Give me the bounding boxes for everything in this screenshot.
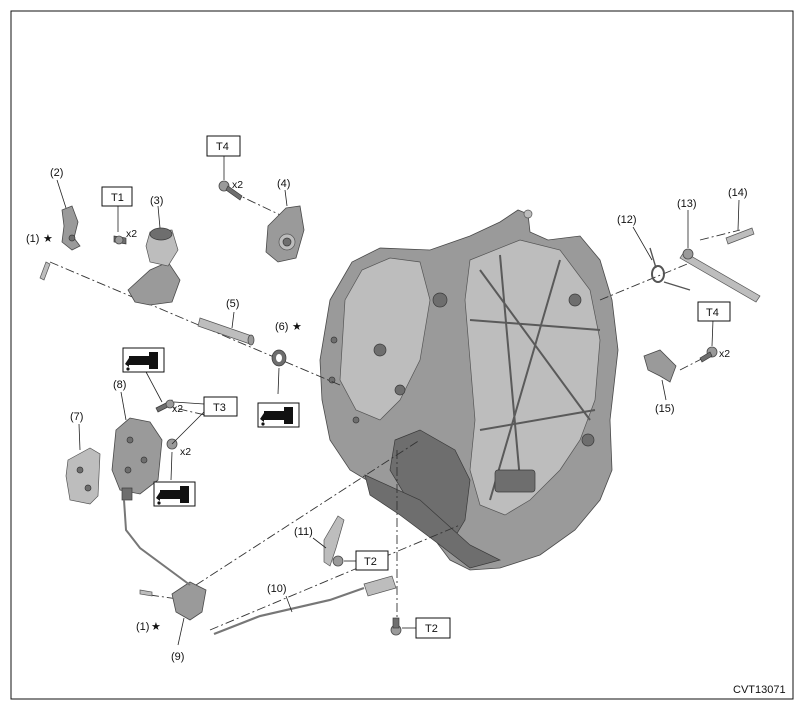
svg-text:T2: T2: [425, 623, 438, 635]
callout-2: (2): [50, 167, 63, 179]
callout-13: (13): [677, 198, 697, 210]
callout-1-lower: (1): [136, 621, 149, 633]
transmission-case: [319, 209, 619, 571]
torque-box-t1: T1: [101, 186, 133, 207]
part-14-pin: [725, 227, 755, 245]
callout-6: (6): [275, 321, 288, 333]
qty-t1: x2: [126, 228, 137, 240]
torque-box-t4-right: T4: [697, 301, 731, 322]
qty-t4-top: x2: [232, 179, 243, 191]
torque-box-t3: T3: [203, 396, 238, 417]
frame-border: [10, 10, 794, 700]
callout-4: (4): [277, 178, 290, 190]
axis-line-9b: [209, 524, 461, 631]
svg-text:T4: T4: [706, 307, 719, 319]
star-6: ★: [292, 320, 302, 333]
callout-12: (12): [617, 214, 637, 226]
part-5-shaft: [197, 317, 255, 346]
part-11-bracket: [323, 515, 345, 567]
svg-text:T2: T2: [364, 556, 377, 568]
axis-line-9a: [195, 439, 421, 586]
star-1-upper: ★: [43, 232, 53, 245]
part-13-shaft: [679, 248, 761, 303]
part-10-cable: [213, 575, 397, 636]
callout-3: (3): [150, 195, 163, 207]
part-3-sensor: [127, 227, 181, 306]
part-4-mount: [265, 205, 305, 263]
leader-lines: [56, 156, 740, 646]
star-1-lower: ★: [151, 620, 161, 633]
callout-15: (15): [655, 403, 675, 415]
part-8-rod: [123, 499, 191, 586]
oil-can-icon: [257, 402, 300, 428]
part-1-pin-lower: [139, 589, 153, 597]
bolt-t4-right: [699, 346, 718, 363]
callout-5: (5): [226, 298, 239, 310]
axis-line-1: [49, 261, 341, 386]
part-12-spring: [649, 247, 691, 291]
callout-9: (9): [171, 651, 184, 663]
part-2-lever: [61, 205, 81, 251]
axis-line-12: [599, 261, 693, 301]
callout-7: (7): [70, 411, 83, 423]
svg-text:T4: T4: [216, 141, 229, 153]
torque-box-t2-lower: T2: [415, 617, 451, 639]
axis-line-14: [699, 229, 741, 241]
svg-text:T3: T3: [213, 402, 226, 414]
bolt-t1: [113, 235, 127, 245]
callout-14: (14): [728, 187, 748, 199]
callout-11: (11): [294, 526, 313, 538]
part-6-seal: [271, 349, 287, 367]
bolt-t4-top: [218, 180, 243, 201]
part-1-pin-upper: [39, 261, 51, 281]
part-15-lever: [643, 349, 677, 383]
torque-box-t4-top: T4: [206, 135, 241, 157]
callout-8: (8): [113, 379, 126, 391]
axis-line-15: [679, 351, 716, 371]
qty-t3-upper: x2: [172, 403, 183, 415]
qty-t4-right: x2: [719, 348, 730, 360]
qty-t3-lower: x2: [180, 446, 191, 458]
torque-box-t2-middle: T2: [355, 550, 389, 571]
oil-can-icon: [122, 347, 165, 373]
bolts-t2: [332, 555, 402, 636]
part-7-plate: [65, 447, 101, 505]
part-9-bracket: [171, 581, 207, 621]
callout-1-upper: (1): [26, 233, 39, 245]
callout-10: (10): [267, 583, 287, 595]
oil-can-icon: [153, 481, 196, 507]
svg-text:T1: T1: [111, 192, 124, 204]
diagram-code: CVT13071: [733, 684, 786, 696]
part-8-valve-body: [111, 417, 163, 501]
